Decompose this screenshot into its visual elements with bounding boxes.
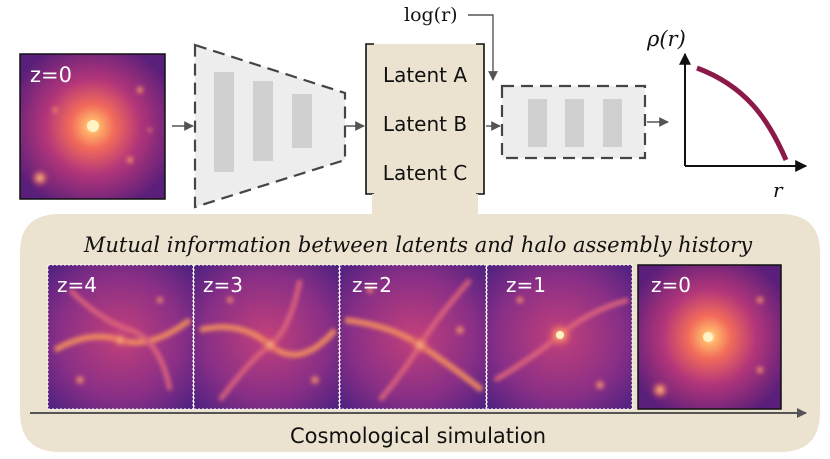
snapshot-label-z2: z=2 xyxy=(352,273,392,297)
input-halo-image: z=0 xyxy=(19,53,166,200)
arrow-logr-to-decoder xyxy=(468,14,498,81)
latent-box: Latent A Latent B Latent C xyxy=(365,43,485,195)
latent-b-label: Latent B xyxy=(383,112,467,136)
snapshot-label-z4: z=4 xyxy=(57,273,97,297)
snapshot-z3: z=3 xyxy=(193,264,340,410)
timeline-label: Cosmological simulation xyxy=(290,424,546,448)
density-profile-plot: ρ(r) r xyxy=(646,27,808,202)
decoder-block xyxy=(500,84,647,160)
snapshot-label-z0: z=0 xyxy=(651,273,691,297)
snapshot-label-z3: z=3 xyxy=(203,273,243,297)
input-halo-label: z=0 xyxy=(30,63,72,87)
snapshot-z1: z=1 xyxy=(486,264,633,410)
panel-title: Mutual information between latents and h… xyxy=(83,233,753,257)
snapshot-label-z1: z=1 xyxy=(506,273,546,297)
snapshot-z0: z=0 xyxy=(637,264,782,410)
profile-ylabel: ρ(r) xyxy=(646,27,686,51)
encoder-block xyxy=(193,43,347,209)
decoder-input-label: log(r) xyxy=(404,4,458,26)
latent-c-label: Latent C xyxy=(383,161,467,185)
snapshot-z2: z=2 xyxy=(339,264,487,410)
profile-xlabel: r xyxy=(773,178,784,202)
snapshot-z4: z=4 xyxy=(47,264,194,410)
profile-curve xyxy=(696,65,789,161)
latent-a-label: Latent A xyxy=(383,63,467,87)
